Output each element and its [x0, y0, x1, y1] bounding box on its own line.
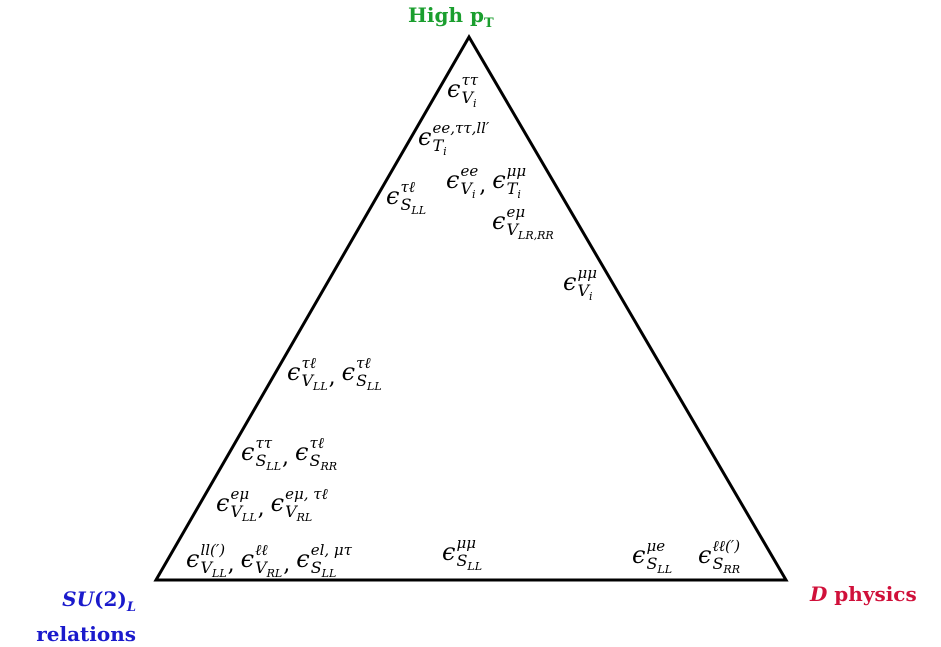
corner-label-high-pt: High pT	[408, 3, 494, 31]
separator-comma: ,	[228, 552, 235, 577]
corner-label-d-physics: D physics	[810, 582, 917, 606]
epsilon-symbol: ϵ	[216, 489, 229, 517]
coupling-superscript: ℓℓ	[255, 541, 268, 559]
epsilon-symbol: ϵ	[241, 438, 254, 466]
coupling-subsubscript: LL	[211, 567, 227, 580]
coupling-subscript: V	[577, 281, 590, 300]
coupling-subscript: S	[400, 195, 411, 214]
coupling-superscript: ℓℓ(′)	[712, 537, 740, 555]
separator-comma: ,	[479, 173, 486, 198]
separator-comma: ,	[258, 496, 265, 521]
coupling-subscript: V	[200, 558, 213, 577]
coupling-superscript: μe	[646, 537, 665, 555]
coupling-superscript: τℓ	[309, 434, 324, 452]
epsilon-symbol: ϵ	[418, 123, 431, 151]
coupling-subsubscript: RR	[319, 460, 337, 473]
coupling-subscript: V	[255, 558, 268, 577]
corner-right-main: physics	[827, 582, 917, 606]
coupling-subsubscript: RL	[266, 567, 283, 580]
coupling-superscript: ee,ττ,ll′	[432, 119, 489, 137]
coupling-superscript: τℓ	[400, 178, 415, 196]
coupling-superscript: eμ	[230, 485, 249, 503]
coupling-superscript: μμ	[577, 264, 597, 282]
coupling-superscript: eμ, τℓ	[285, 485, 328, 503]
corner-right-italic: D	[810, 582, 828, 606]
corner-label-su2: SU(2)L relations	[8, 586, 136, 647]
coupling-subscript: V	[506, 220, 519, 239]
epsilon-symbol: ϵ	[563, 268, 576, 296]
coupling-superscript: ττ	[461, 71, 478, 89]
coupling-subsubscript: i	[589, 290, 593, 303]
coupling-subsubscript: i	[443, 145, 447, 158]
corner-top-sub: T	[483, 16, 494, 31]
coupling-subscript: T	[432, 136, 444, 155]
coupling-subsubscript: LL	[265, 460, 281, 473]
coupling-subsubscript: LL	[241, 511, 257, 524]
coupling-subsubscript: LL	[312, 380, 328, 393]
epsilon-symbol: ϵ	[386, 182, 399, 210]
separator-comma: ,	[329, 365, 336, 390]
coupling-superscript: μμ	[507, 162, 527, 180]
epsilon-symbol: ϵ	[296, 545, 309, 573]
coupling-superscript: ee	[460, 162, 478, 180]
epsilon-symbol: ϵ	[342, 358, 355, 386]
epsilon-symbol: ϵ	[698, 541, 711, 569]
separator-comma: ,	[282, 445, 289, 470]
corner-left-line2: relations	[36, 622, 136, 646]
coupling-subsubscript: RL	[296, 511, 313, 524]
coupling-subsubscript: LL	[366, 380, 382, 393]
coupling-subscript: S	[646, 554, 657, 573]
coupling-subscript: V	[230, 502, 243, 521]
coupling-subsubscript: LL	[410, 204, 426, 217]
coupling-subscript: S	[309, 451, 320, 470]
epsilon-symbol: ϵ	[186, 545, 199, 573]
corner-left-paren: (2)	[94, 587, 127, 611]
coupling-subsubscript: i	[473, 97, 477, 110]
coupling-subscript: S	[255, 451, 266, 470]
separator-comma: ,	[283, 552, 290, 577]
coupling-superscript: μμ	[456, 534, 476, 552]
coupling-superscript: τℓ	[301, 354, 316, 372]
coupling-superscript: ll(′)	[200, 541, 225, 559]
triangle-outline	[153, 34, 789, 582]
coupling-subscript: S	[311, 558, 322, 577]
epsilon-symbol: ϵ	[492, 166, 505, 194]
coupling-subsubscript: LL	[656, 563, 672, 576]
coupling-superscript: eμ	[506, 203, 525, 221]
coupling-subsubscript: RR	[722, 563, 740, 576]
coupling-subsubscript: i	[472, 188, 476, 201]
coupling-subscript: V	[461, 88, 474, 107]
coupling-subscript: S	[456, 551, 467, 570]
coupling-subscript: V	[460, 179, 473, 198]
coupling-subscript: V	[285, 502, 298, 521]
coupling-subsubscript: i	[517, 188, 521, 201]
corner-left-sub: L	[126, 600, 136, 615]
coupling-subscript: S	[356, 371, 367, 390]
corner-top-main: High p	[408, 3, 484, 27]
coupling-subscript: V	[301, 371, 314, 390]
coupling-subsubscript: LR,RR	[517, 229, 554, 242]
coupling-subsubscript: LL	[466, 560, 482, 573]
coupling-superscript: τℓ	[356, 354, 371, 372]
epsilon-symbol: ϵ	[295, 438, 308, 466]
epsilon-symbol: ϵ	[492, 207, 505, 235]
coupling-subsubscript: LL	[321, 567, 337, 580]
corner-left-main: SU	[62, 587, 95, 611]
epsilon-symbol: ϵ	[632, 541, 645, 569]
epsilon-symbol: ϵ	[287, 358, 300, 386]
epsilon-symbol: ϵ	[447, 75, 460, 103]
epsilon-symbol: ϵ	[271, 489, 284, 517]
epsilon-symbol: ϵ	[446, 166, 459, 194]
epsilon-symbol: ϵ	[442, 538, 455, 566]
coupling-superscript: ττ	[255, 434, 272, 452]
epsilon-symbol: ϵ	[241, 545, 254, 573]
coupling-superscript: el, μτ	[311, 541, 353, 559]
coupling-subscript: S	[712, 554, 723, 573]
coupling-subscript: T	[507, 179, 519, 198]
